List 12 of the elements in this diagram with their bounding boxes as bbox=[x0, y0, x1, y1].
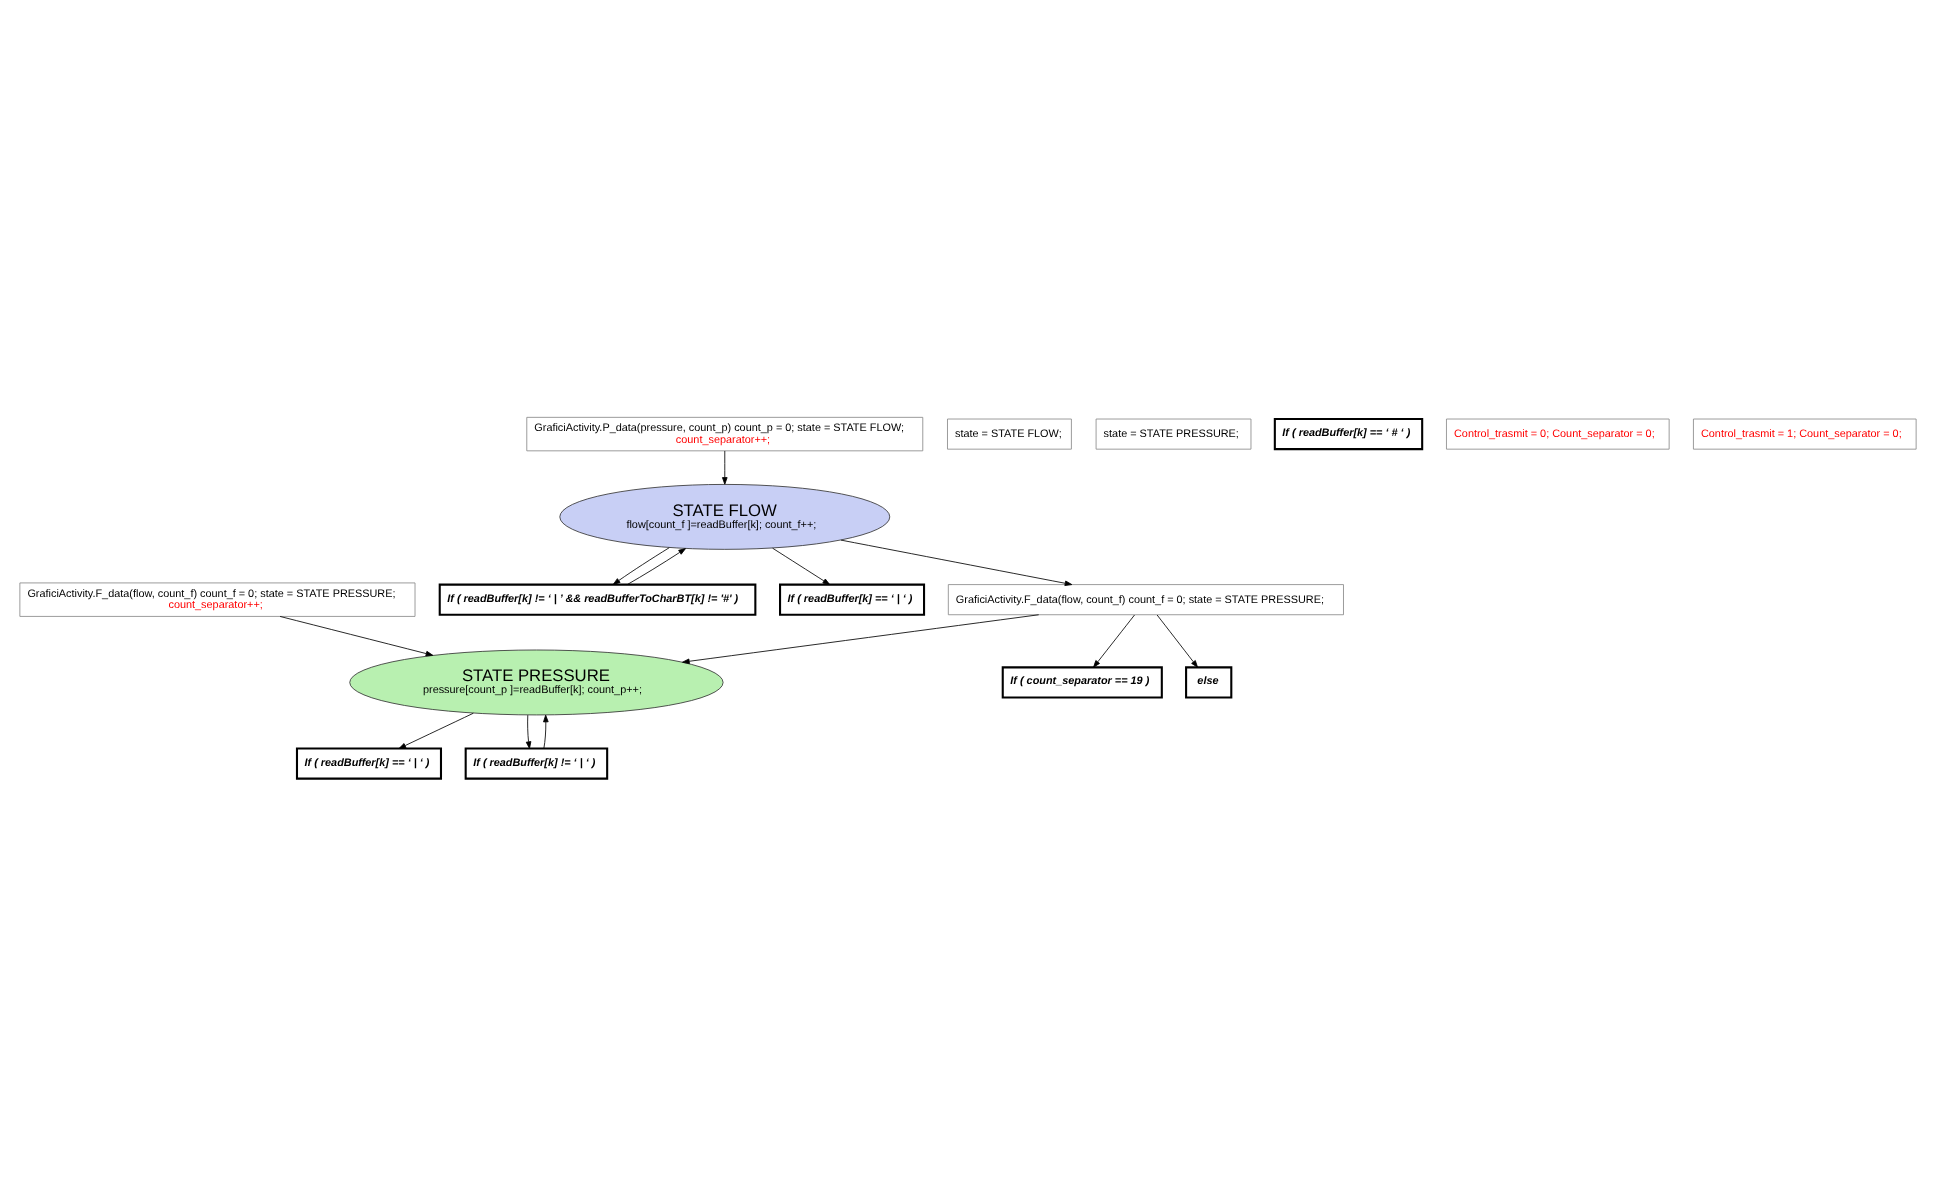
arrow bbox=[612, 547, 670, 585]
arrow bbox=[525, 714, 532, 749]
arrow bbox=[722, 450, 728, 485]
arrow bbox=[772, 547, 831, 585]
arrow bbox=[543, 714, 549, 749]
arrow bbox=[682, 614, 1040, 665]
arrow bbox=[626, 548, 686, 585]
arrow bbox=[398, 712, 474, 749]
arrow bbox=[279, 616, 434, 657]
arrow bbox=[1156, 614, 1198, 668]
arrow bbox=[1093, 614, 1135, 668]
arrow bbox=[840, 539, 1073, 586]
